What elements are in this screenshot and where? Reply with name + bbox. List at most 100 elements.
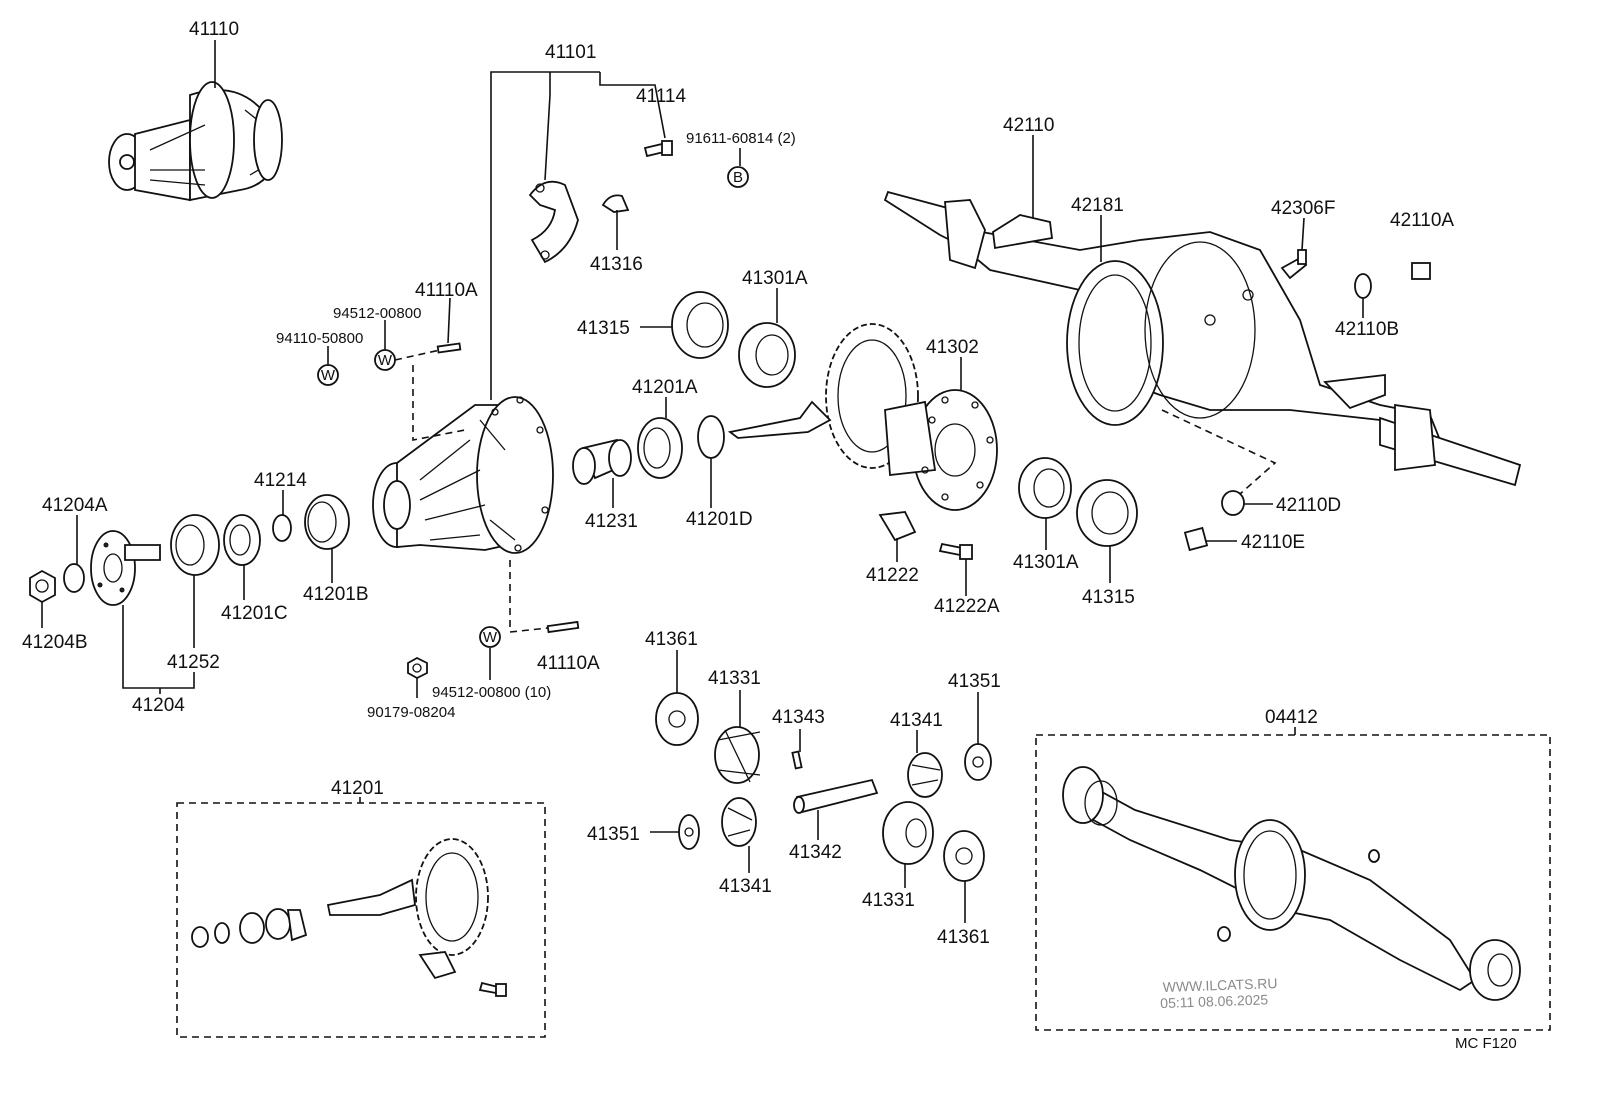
label-42306F[interactable]: 42306F	[1271, 198, 1335, 219]
label-41201-kit[interactable]: 41201	[331, 778, 384, 799]
svg-text:B: B	[733, 169, 743, 186]
marker-b: B	[727, 166, 749, 188]
diagram-code: MC F120	[1455, 1035, 1517, 1052]
part-41315-outer-race-top[interactable]	[671, 291, 729, 359]
part-41331-side-gear-top[interactable]	[714, 726, 761, 784]
label-41214[interactable]: 41214	[254, 470, 307, 491]
label-41222[interactable]: 41222	[866, 565, 919, 586]
label-41110A-bottom[interactable]: 41110A	[537, 653, 600, 674]
part-41351-washer-left[interactable]	[678, 814, 700, 850]
part-41110A-stud-bottom[interactable]	[546, 620, 580, 634]
svg-text:W: W	[378, 352, 393, 369]
label-41302[interactable]: 41302	[926, 337, 979, 358]
label-41351-right[interactable]: 41351	[948, 671, 1001, 692]
marker-w-94512-top: W	[374, 349, 396, 371]
label-41301A-top[interactable]: 41301A	[742, 268, 808, 289]
label-41316[interactable]: 41316	[590, 254, 643, 275]
label-41341-right[interactable]: 41341	[890, 710, 943, 731]
part-41341-pinion-gear-bottom[interactable]	[721, 797, 757, 847]
part-41361-thrust-washer-bottom[interactable]	[943, 830, 985, 882]
label-41343[interactable]: 41343	[772, 707, 825, 728]
part-41214-spacer[interactable]	[272, 514, 292, 542]
part-41301A-bearing-bottom[interactable]	[1018, 457, 1072, 519]
part-41201A-bearing[interactable]	[637, 417, 683, 479]
label-41204A[interactable]: 41204A	[42, 495, 108, 516]
label-42110D[interactable]: 42110D	[1276, 495, 1341, 516]
part-42110-axle-housing[interactable]	[883, 190, 1522, 487]
part-41302-differential-case[interactable]	[884, 389, 998, 511]
part-42110B-gasket[interactable]	[1354, 273, 1372, 299]
label-41114[interactable]: 41114	[636, 86, 686, 107]
label-42110[interactable]: 42110	[1003, 115, 1054, 136]
label-04412-kit[interactable]: 04412	[1265, 707, 1318, 728]
part-41110A-stud-top[interactable]	[436, 342, 462, 354]
label-41331-top[interactable]: 41331	[708, 668, 761, 689]
label-41252[interactable]: 41252	[167, 652, 220, 673]
label-41331-bottom[interactable]: 41331	[862, 890, 915, 911]
part-41201D-shim[interactable]	[697, 415, 725, 459]
label-41231[interactable]: 41231	[585, 511, 638, 532]
label-41315-top[interactable]: 41315	[577, 318, 630, 339]
label-41201A[interactable]: 41201A	[632, 377, 698, 398]
part-41101-bearing-cap[interactable]	[528, 180, 579, 264]
label-41351-left[interactable]: 41351	[587, 824, 640, 845]
part-41201C-bearing[interactable]	[223, 514, 261, 566]
part-41316-lock[interactable]	[601, 194, 630, 213]
svg-text:W: W	[483, 629, 498, 646]
label-41201B[interactable]: 41201B	[303, 584, 369, 605]
label-42181[interactable]: 42181	[1071, 195, 1124, 216]
part-42110A-plug[interactable]	[1411, 262, 1431, 280]
part-41301A-bearing-top[interactable]	[738, 322, 796, 388]
label-94512-00800-bottom[interactable]: 94512-00800 (10)	[432, 684, 551, 701]
label-90179-08204[interactable]: 90179-08204	[367, 704, 455, 721]
part-41222A-bolt[interactable]	[938, 542, 973, 560]
part-90179-nut[interactable]	[407, 656, 428, 680]
label-94512-00800-top[interactable]: 94512-00800	[333, 305, 421, 322]
label-41201D[interactable]: 41201D	[686, 509, 753, 530]
part-41114-bolt[interactable]	[643, 140, 673, 158]
label-41315-bottom[interactable]: 41315	[1082, 587, 1135, 608]
part-41331-side-gear-bottom[interactable]	[882, 801, 934, 865]
label-91611-60814[interactable]: 91611-60814 (2)	[686, 130, 796, 147]
label-41301A-bottom[interactable]: 41301A	[1013, 552, 1079, 573]
label-94110-50800[interactable]: 94110-50800	[276, 330, 363, 347]
label-41342[interactable]: 41342	[789, 842, 842, 863]
part-41204B-nut[interactable]	[29, 569, 56, 604]
part-41343-pin[interactable]	[791, 750, 803, 770]
label-41101[interactable]: 41101	[545, 42, 596, 63]
kit-box-41201[interactable]	[176, 797, 546, 1038]
part-41361-thrust-washer-top[interactable]	[655, 692, 699, 746]
marker-w-94110: W	[317, 364, 339, 386]
label-41361-bottom[interactable]: 41361	[937, 927, 990, 948]
part-41341-pinion-gear-right[interactable]	[907, 752, 943, 798]
part-41204-companion-flange[interactable]	[90, 530, 161, 606]
part-41342-pinion-shaft[interactable]	[793, 778, 879, 814]
label-41361-top[interactable]: 41361	[645, 629, 698, 650]
part-41110-carrier-assembly[interactable]	[108, 81, 283, 202]
label-42110A[interactable]: 42110A	[1390, 210, 1454, 231]
part-41222-adjusting-lock[interactable]	[878, 511, 917, 542]
part-41252-oil-slinger[interactable]	[170, 514, 220, 576]
part-41231-spacer[interactable]	[572, 438, 632, 485]
part-41315-outer-race-bottom[interactable]	[1076, 479, 1138, 547]
label-41341-bottom[interactable]: 41341	[719, 876, 772, 897]
kit-box-04412[interactable]	[1035, 734, 1551, 1031]
label-41204B[interactable]: 41204B	[22, 632, 88, 653]
label-41204[interactable]: 41204	[132, 695, 185, 716]
part-42110D-gasket[interactable]	[1221, 490, 1245, 516]
part-42110E-plug[interactable]	[1183, 526, 1209, 552]
svg-text:W: W	[321, 367, 336, 384]
label-41201C[interactable]: 41201C	[221, 603, 288, 624]
kit-41201-parts	[191, 838, 507, 997]
label-42110B[interactable]: 42110B	[1335, 319, 1399, 340]
label-41110[interactable]: 41110	[189, 19, 239, 40]
label-41222A[interactable]: 41222A	[934, 596, 1000, 617]
part-41204A-washer[interactable]	[63, 563, 85, 593]
label-41110A-top[interactable]: 41110A	[415, 280, 478, 301]
part-42306F-breather[interactable]	[1280, 249, 1308, 280]
label-42110E[interactable]: 42110E	[1241, 532, 1305, 553]
part-41201B-bearing[interactable]	[304, 494, 350, 550]
part-carrier-housing[interactable]	[372, 396, 554, 554]
part-41351-washer-right[interactable]	[964, 743, 992, 781]
